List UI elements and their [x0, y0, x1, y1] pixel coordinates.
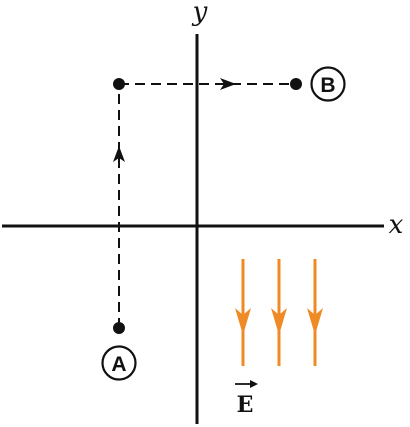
x-axis-label: x	[389, 210, 404, 240]
point-label-a: A	[101, 345, 137, 381]
field-arrow	[271, 259, 287, 366]
field-arrowhead	[271, 308, 287, 335]
svg-text:B: B	[320, 74, 335, 97]
field-arrowhead	[307, 308, 323, 335]
field-arrow	[307, 259, 323, 366]
corner-dot	[113, 78, 125, 90]
point-label-b: B	[310, 66, 346, 102]
arrowhead-icon	[220, 78, 236, 90]
electric-field-arrows	[235, 259, 323, 366]
field-symbol: E	[237, 392, 254, 418]
point-dot-a	[113, 322, 125, 334]
field-arrowhead	[235, 308, 251, 335]
arrowhead-icon	[113, 146, 125, 162]
vector-arrow-icon	[235, 380, 258, 388]
y-axis-label: y	[192, 0, 208, 27]
dashed-path	[113, 78, 296, 328]
field-arrow	[235, 259, 251, 366]
point-dot-b	[290, 78, 302, 90]
field-label: E	[235, 380, 258, 418]
svg-text:A: A	[111, 353, 126, 376]
